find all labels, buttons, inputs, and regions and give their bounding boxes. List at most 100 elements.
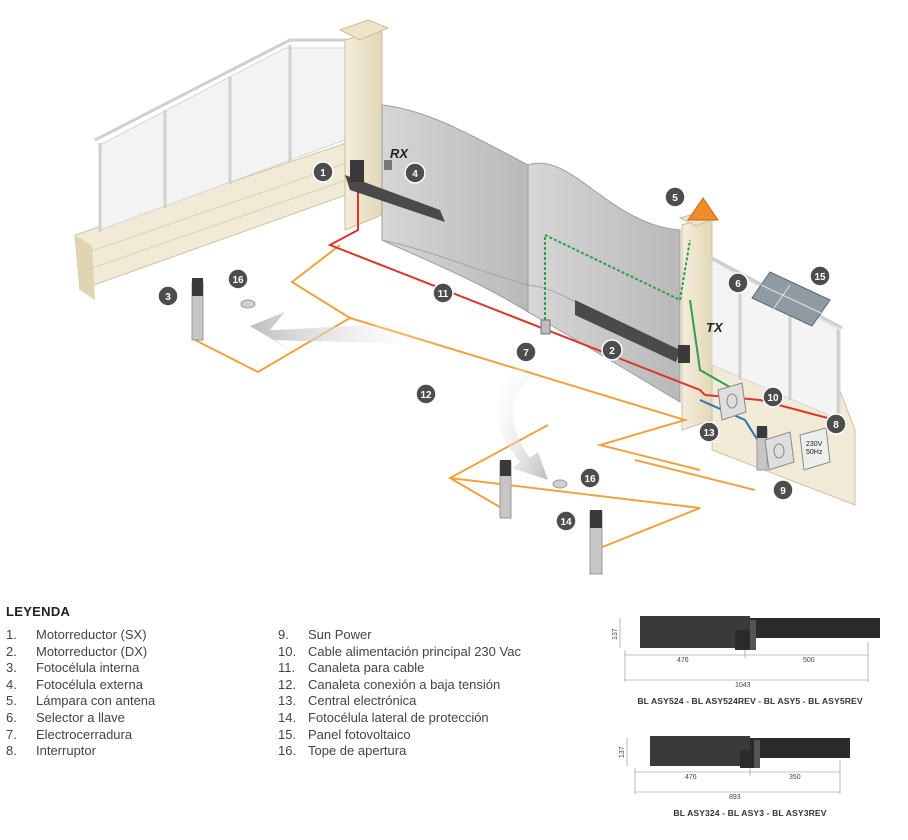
length-dim-b-total: 893 <box>729 794 741 800</box>
legend-item-label: Fotocélula lateral de protección <box>308 709 489 725</box>
legend-item: 15. Panel fotovoltaico <box>278 727 550 744</box>
callout-number: 16 <box>232 275 244 286</box>
model-caption-b: BL ASY324 - BL ASY3 - BL ASY3REV <box>673 808 827 818</box>
callout-badge: 7 <box>515 341 537 363</box>
legend-item: 3. Fotocélula interna <box>6 660 278 677</box>
rx-label: RX <box>390 146 409 161</box>
legend-item-label: Tope de apertura <box>308 743 407 759</box>
callout-number: 7 <box>523 348 529 359</box>
tx-label: TX <box>706 320 724 335</box>
callout-number: 5 <box>672 193 678 204</box>
callout-badge: 4 <box>404 162 426 184</box>
callout-circle <box>825 413 847 435</box>
photocell-post-mid <box>499 460 512 519</box>
legend-item-label: Fotocélula interna <box>36 660 140 676</box>
legend-item-number: 11. <box>278 660 296 676</box>
callout-badge: 16 <box>227 268 249 290</box>
height-dim-a: 137 <box>612 628 619 640</box>
sun-power-box-9 <box>764 431 795 471</box>
legend-item-label: Motorreductor (DX) <box>36 643 148 659</box>
installation-diagram: 230V 50Hz RX TX 123456789101112131415161… <box>74 19 856 575</box>
legend-item: 5.Lámpara con antena <box>6 693 278 710</box>
legend-item-label: Central electrónica <box>308 693 417 709</box>
model-caption-a: BL ASY524 - BL ASY524REV - BL ASY5 - BL … <box>637 696 863 706</box>
legend-item-label: Lámpara con antena <box>36 693 156 709</box>
callout-number: 9 <box>780 486 786 497</box>
callout-circle <box>312 161 334 183</box>
control-box-10 <box>717 382 747 421</box>
legend-item-number: 15. <box>278 726 297 742</box>
callout-badge: 6 <box>727 272 749 294</box>
legend-item: 12.Canaleta conexión a baja tensión <box>278 677 550 694</box>
legend-item: 7.Electrocerradura <box>6 727 278 744</box>
legend-item-number: 6. <box>6 709 17 725</box>
length-dim-a1: 476 <box>677 657 689 664</box>
callout-number: 8 <box>833 420 839 431</box>
legend-item-number: 3. <box>6 660 17 676</box>
callout-circle <box>698 421 720 443</box>
legend-item: 10. Cable alimentación principal 230 Vac <box>278 644 550 661</box>
callout-circle <box>555 510 577 532</box>
callout-badge: 1 <box>312 161 334 183</box>
legend-item-label: Fotocélula externa <box>36 676 143 692</box>
legend-item-label: Canaleta conexión a baja tensión <box>308 676 501 692</box>
legend-item: 13. Central electrónica <box>278 693 550 710</box>
photocell-4-device <box>384 160 392 170</box>
callout-number: 10 <box>767 393 779 404</box>
callout-circle <box>809 265 831 287</box>
callout-number: 16 <box>584 474 596 485</box>
legend-item: 14. Fotocélula lateral de protección <box>278 710 550 727</box>
gate-leaf-left <box>381 104 529 313</box>
length-dim-a2: 500 <box>803 657 815 664</box>
callout-badge: 2 <box>601 339 623 361</box>
callout-circle <box>404 162 426 184</box>
gate-leaf-right <box>527 162 681 403</box>
callout-circle <box>432 282 454 304</box>
callout-number: 11 <box>438 289 449 300</box>
red-power-cable <box>327 172 706 396</box>
legend-item-number: 4. <box>6 676 17 692</box>
callout-number: 12 <box>420 390 432 401</box>
callout-badge: 8 <box>825 413 847 435</box>
callout-circle <box>772 479 794 501</box>
legend-item-number: 14. <box>278 709 297 725</box>
legend-item: 9.Sun Power <box>278 627 550 644</box>
callout-number: 2 <box>609 346 615 357</box>
legend-item-label: Selector a llave <box>36 709 125 725</box>
legend-item-number: 10. <box>278 643 297 659</box>
callout-badge: 3 <box>157 285 179 307</box>
callout-badge: 14 <box>555 510 577 532</box>
motor-right <box>575 300 690 363</box>
legend-item-number: 8. <box>6 743 17 759</box>
legend-item-label: Panel fotovoltaico <box>308 726 411 742</box>
panel-voltage-label: 230V <box>806 441 823 448</box>
callout-number: 13 <box>703 428 715 439</box>
length-dim-b2: 350 <box>789 774 801 781</box>
height-dim-b: 137 <box>619 746 626 758</box>
legend-item-label: Interruptor <box>36 743 96 759</box>
warning-lamp <box>687 197 719 221</box>
stop-16b <box>552 479 568 489</box>
electric-lock-7-device <box>540 319 551 335</box>
solar-panel <box>751 271 831 327</box>
legend-item-label: Sun Power <box>308 627 372 642</box>
callout-circle <box>579 467 601 489</box>
callout-badge: 11 <box>432 282 454 304</box>
callout-circle <box>601 339 623 361</box>
opening-arrows <box>250 312 548 480</box>
legend-item: 4. Fotocélula externa <box>6 677 278 694</box>
legend-item: 6. Selector a llave <box>6 710 278 727</box>
stop-16a <box>240 299 256 309</box>
legend-item-label: Cable alimentación principal 230 Vac <box>308 643 521 659</box>
callout-badge: 13 <box>698 421 720 443</box>
callout-circle <box>762 386 784 408</box>
legend-item-number: 13. <box>278 693 297 709</box>
legend-item-number: 16. <box>278 743 297 759</box>
dimension-block-a: 137 476 500 1043 BL ASY524 - BL ASY524RE… <box>605 610 895 710</box>
legend-item: 2.Motorreductor (DX) <box>6 644 278 661</box>
callout-circle <box>415 383 437 405</box>
callout-circle <box>515 341 537 363</box>
callout-badge: 16 <box>579 467 601 489</box>
